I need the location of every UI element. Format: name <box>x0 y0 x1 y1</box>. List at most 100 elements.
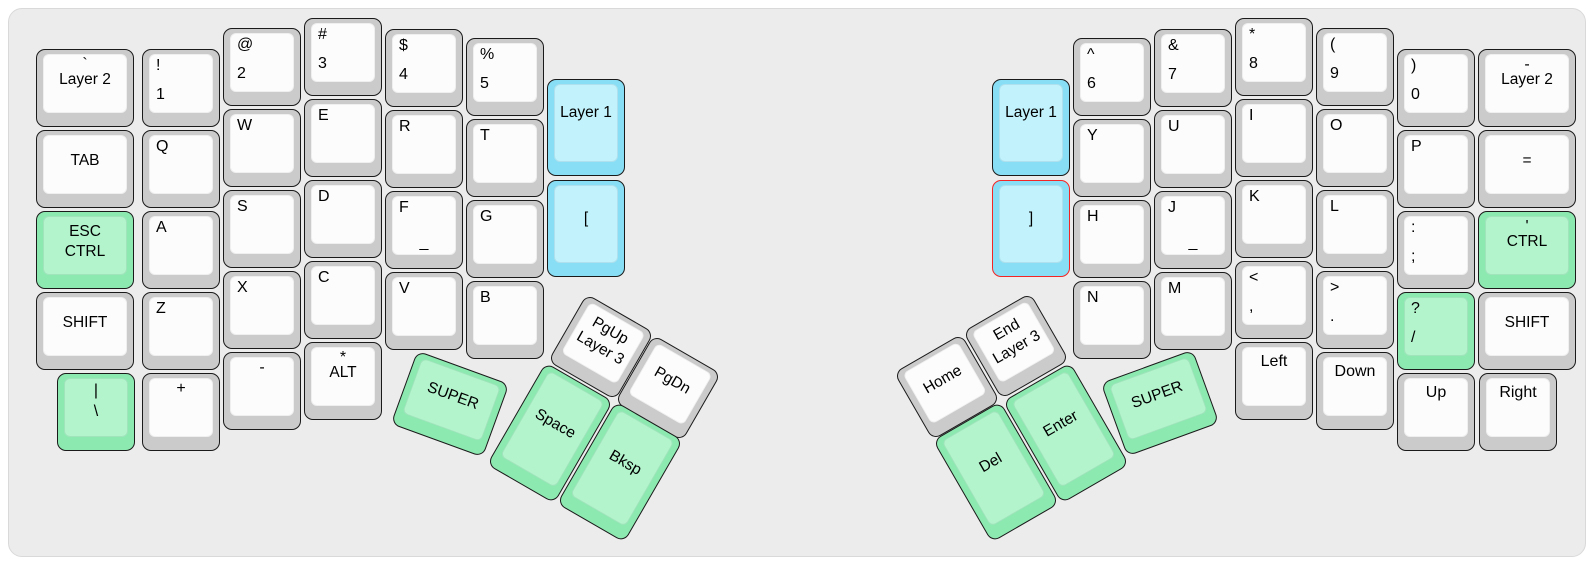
key-esc-ctrl[interactable]: ESC CTRL <box>36 211 134 289</box>
key-d[interactable]: D <box>304 180 382 258</box>
key-legend: ( <box>1330 36 1336 53</box>
key-hash-3[interactable]: #3 <box>304 18 382 96</box>
key-paren-9[interactable]: (9 <box>1316 28 1394 106</box>
keycap-top: Y <box>1080 124 1144 183</box>
key-legend: 2 <box>237 64 246 82</box>
key-legend: * <box>339 349 347 366</box>
keycap-top: Down <box>1323 357 1387 416</box>
key-legend: S <box>237 198 248 215</box>
keycap-top: TAB <box>43 135 127 194</box>
key-asterisk-8[interactable]: *8 <box>1235 18 1313 96</box>
key-t[interactable]: T <box>466 119 544 197</box>
key-o[interactable]: O <box>1316 109 1394 187</box>
key-percent-5[interactable]: %5 <box>466 38 544 116</box>
key-y[interactable]: Y <box>1073 119 1151 197</box>
key-layer-1-left[interactable]: Layer 1 <box>547 79 625 176</box>
key-p[interactable]: P <box>1397 130 1475 208</box>
key-i[interactable]: I <box>1235 99 1313 177</box>
key-exclam-1[interactable]: !1 <box>142 49 220 127</box>
key-quote-ctrl[interactable]: 'CTRL <box>1478 211 1576 289</box>
key-super-right[interactable]: SUPER <box>1100 349 1220 457</box>
key-down-arrow[interactable]: Down <box>1316 352 1394 430</box>
key-j[interactable]: J_ <box>1154 191 1232 269</box>
keycap-top: F_ <box>392 196 456 255</box>
key-asterisk-alt[interactable]: *ALT <box>304 342 382 420</box>
key-b[interactable]: B <box>466 281 544 359</box>
keycap-top: Q <box>149 135 213 194</box>
key-caret-6[interactable]: ^6 <box>1073 38 1151 116</box>
key-legend: SUPER <box>424 378 481 414</box>
keycap-top: U <box>1161 115 1225 174</box>
key-legend: M <box>1168 280 1182 297</box>
key-a[interactable]: A <box>142 211 220 289</box>
key-z[interactable]: Z <box>142 292 220 370</box>
key-r[interactable]: R <box>385 110 463 188</box>
key-amp-7[interactable]: &7 <box>1154 29 1232 107</box>
key-legend: _ <box>1188 234 1198 252</box>
key-u[interactable]: U <box>1154 110 1232 188</box>
key-minus-layer-2[interactable]: -Layer 2 <box>1478 49 1576 127</box>
key-legend: SHIFT <box>1504 314 1550 332</box>
key-equals[interactable]: = <box>1478 130 1576 208</box>
key-greater-period[interactable]: >. <box>1316 271 1394 349</box>
key-legend: TAB <box>70 152 100 170</box>
keycap-top: D <box>311 185 375 244</box>
keycap-top: *ALT <box>311 347 375 406</box>
key-legend: U <box>1168 118 1180 135</box>
keycap-top: A <box>149 216 213 275</box>
key-at-2[interactable]: @2 <box>223 28 301 106</box>
key-less-comma[interactable]: <, <box>1235 261 1313 339</box>
key-k[interactable]: K <box>1235 180 1313 258</box>
key-left-arrow[interactable]: Left <box>1235 342 1313 420</box>
key-q[interactable]: Q <box>142 130 220 208</box>
keycap-top: P <box>1404 135 1468 194</box>
key-legend: - <box>259 359 265 376</box>
key-minus[interactable]: - <box>223 352 301 430</box>
keycap-top: I <box>1242 104 1306 163</box>
key-l[interactable]: L <box>1316 190 1394 268</box>
keycap-top: 'CTRL <box>1485 216 1569 275</box>
key-legend: / <box>1411 328 1416 346</box>
keycap-top: %5 <box>473 43 537 102</box>
key-legend: > <box>1330 279 1340 296</box>
key-grave-layer-2[interactable]: `Layer 2 <box>36 49 134 127</box>
key-shift-left[interactable]: SHIFT <box>36 292 134 370</box>
key-g[interactable]: G <box>466 200 544 278</box>
key-plus[interactable]: + <box>142 373 220 451</box>
key-v[interactable]: V <box>385 272 463 350</box>
key-legend: ; <box>1411 247 1416 265</box>
key-m[interactable]: M <box>1154 272 1232 350</box>
key-legend: I <box>1249 107 1254 124</box>
key-right-arrow[interactable]: Right <box>1479 373 1557 451</box>
key-shift-right[interactable]: SHIFT <box>1478 292 1576 370</box>
key-colon-semicolon[interactable]: :; <box>1397 211 1475 289</box>
keycap-top: R <box>392 115 456 174</box>
key-x[interactable]: X <box>223 271 301 349</box>
key-up-arrow[interactable]: Up <box>1397 373 1475 451</box>
key-left-bracket[interactable]: [ <box>547 180 625 277</box>
key-right-bracket[interactable]: ] <box>992 180 1070 277</box>
key-legend: Layer 1 <box>560 104 612 122</box>
key-c[interactable]: C <box>304 261 382 339</box>
key-tab[interactable]: TAB <box>36 130 134 208</box>
key-layer-1-right[interactable]: Layer 1 <box>992 79 1070 176</box>
key-legend: Space <box>532 405 579 442</box>
key-pipe-backslash[interactable]: | \ <box>57 373 135 451</box>
key-legend: 7 <box>1168 65 1177 83</box>
key-f[interactable]: F_ <box>385 191 463 269</box>
key-h[interactable]: H <box>1073 200 1151 278</box>
key-question-slash[interactable]: ?/ <box>1397 292 1475 370</box>
keycap-top: #3 <box>311 23 375 82</box>
key-paren-0[interactable]: )0 <box>1397 49 1475 127</box>
key-dollar-4[interactable]: $4 <box>385 29 463 107</box>
keycap-top: ESC CTRL <box>43 216 127 275</box>
key-legend: D <box>318 188 330 205</box>
key-n[interactable]: N <box>1073 281 1151 359</box>
key-legend: < <box>1249 269 1259 286</box>
key-legend: 4 <box>399 65 408 83</box>
key-legend: Layer 1 <box>1005 104 1057 122</box>
key-super-left[interactable]: SUPER <box>390 350 510 458</box>
key-s[interactable]: S <box>223 190 301 268</box>
key-w[interactable]: W <box>223 109 301 187</box>
key-e[interactable]: E <box>304 99 382 177</box>
